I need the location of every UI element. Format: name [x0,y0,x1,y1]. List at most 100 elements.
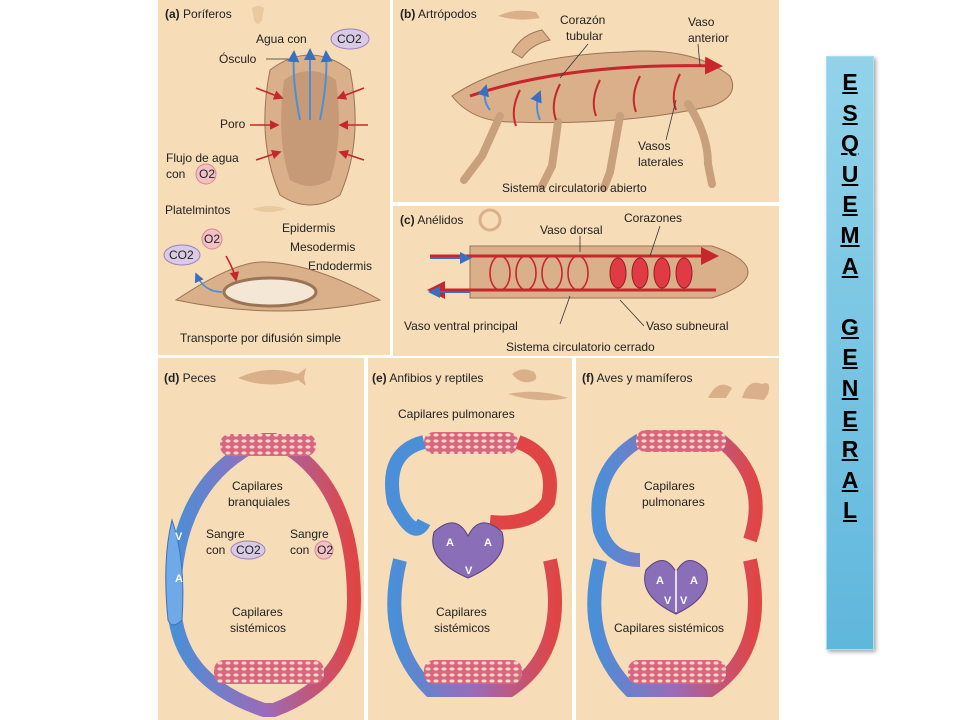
mammal-a-right: A [690,575,698,587]
title-letter: A [841,466,859,493]
fish-co2-text: CO2 [236,543,261,557]
corazones-label: Corazones [624,211,682,225]
amphibian-pulmonares-label: Capilares pulmonares [398,407,515,421]
insect-body [451,50,734,124]
fish-cap-line2: branquiales [228,495,290,509]
panel-c-letter: (c) [400,213,415,227]
co2-text: CO2 [337,32,362,46]
title-box: E S Q U E M A G E N E R A L [826,56,874,650]
svg-text:(d) Peces: (d) Peces [164,371,216,385]
title-letter: E [842,191,858,218]
mammal-pul-line2: pulmonares [642,495,705,509]
fish-o2-text: O2 [317,543,333,557]
panel-f-heading: Aves y mamíferos [597,371,693,385]
title-letter: R [841,436,859,463]
vaso-ventral-label: Vaso ventral principal [404,319,518,333]
mammal-pulmonary-loop [591,433,763,567]
frog-lizard-silhouette-icon [508,369,568,401]
mammal-a-left: A [656,575,664,587]
fish-sangre1-line1: Sangre [206,527,245,541]
flat-o2-bubble [201,228,223,250]
worm-body [469,245,749,299]
pulmonary-capillaries-mammal [636,430,726,452]
panel-d-heading: Peces [183,371,216,385]
osculo-label: Ósculo [219,51,257,66]
mammal-v-right: V [680,595,688,607]
fish-a-label: A [175,573,183,585]
vaso-anterior-line1: Vaso [688,15,715,29]
worm-heart [653,257,671,289]
systemic-capillaries-fish [214,660,324,684]
vaso-subneural-label: Vaso subneural [646,319,729,333]
panel-d-letter: (d) [164,371,179,385]
fish-circulation-loop [166,433,362,717]
vasos-laterales-line2: laterales [638,155,683,169]
amphibian-sis-line1: Capilares [436,605,487,619]
fish-sis-line2: sistémicos [230,621,286,635]
water-co2-label: Agua con [256,32,307,46]
bird-dog-silhouette-icon [708,382,770,400]
mammal-sistemicos-label: Capilares sistémicos [614,621,724,635]
panel-d: (d) Peces V A Capilares branquiales Sang… [164,368,362,717]
title-letter: E [842,344,858,371]
worm-heart [675,257,693,289]
worm-silhouette-icon [478,208,502,232]
svg-text:(c) Anélidos: (c) Anélidos [400,213,463,227]
title-letter: G [841,313,859,340]
panel-f: (f) Aves y mamíferos Capilares pulmonare… [582,371,770,697]
panel-b-letter: (b) [400,7,415,21]
mammal-pul-line1: Capilares [644,479,695,493]
gill-capillaries [220,434,316,456]
svg-text:(b) Artrópodos: (b) Artrópodos [400,7,477,21]
flat-co2-bubble [163,244,201,266]
flatworm-silhouette-icon [252,206,286,212]
svg-text:(f) Aves y mamíferos: (f) Aves y mamíferos [582,371,692,385]
fish-v-label: V [175,531,183,543]
fish-sangre1-line2: con [206,543,225,557]
endodermis-label: Endodermis [308,259,372,273]
sponge-silhouette-icon [252,6,264,24]
o2-bubble [195,163,217,185]
title-letter: E [842,69,858,95]
title-letter: A [841,252,859,279]
fish-cap-line1: Capilares [232,479,283,493]
o2-text: O2 [199,167,215,181]
fish-co2-bubble [230,540,266,560]
panel-c-heading: Anélidos [417,213,463,227]
amphibian-a-left: A [446,537,454,549]
fish-silhouette-icon [238,368,306,386]
panel-a: (a) Poríferos Agua con CO2 Ósculo Poro F… [163,6,382,345]
panel-e: (e) Anfibios y reptiles Capilares pulmon… [372,369,568,697]
co2-bubble [330,28,370,50]
title-letter: N [841,374,859,401]
svg-text:(e) Anfibios y reptiles: (e) Anfibios y reptiles [372,371,483,385]
systemic-capillaries-amphibian [424,660,522,684]
worm-heart [631,257,649,289]
panel-e-heading: Anfibios y reptiles [389,371,483,385]
systemic-capillaries-mammal [628,660,726,684]
flat-co2-text: CO2 [169,248,194,262]
panel-b-caption: Sistema circulatorio abierto [502,181,647,195]
fish-sis-line1: Capilares [232,605,283,619]
grasshopper-silhouette-icon [498,10,540,20]
title-letter: M [840,221,860,248]
worm-heart [609,257,627,289]
three-chamber-heart [432,522,504,579]
tubular-heart [469,56,723,98]
amphibian-v: V [465,565,473,577]
vaso-anterior-line2: anterior [688,31,729,45]
title-letter: L [842,497,858,524]
amphibian-sis-line2: sistémicos [434,621,490,635]
flujo-label-line2: con [166,167,185,181]
panel-f-letter: (f) [582,371,594,385]
svg-text:(a) Poríferos: (a) Poríferos [165,7,232,21]
fish-o2-bubble [314,540,334,560]
panel-b-heading: Artrópodos [418,7,477,21]
epidermis-label: Epidermis [282,221,335,235]
panel-c-caption: Sistema circulatorio cerrado [506,340,655,354]
panel-c: (c) Anélidos Vaso dorsal Corazones Vaso … [400,208,749,354]
panel-b: (b) Artrópodos Corazón tubular Vaso ante… [400,7,734,195]
amphibian-a-right: A [484,537,492,549]
fish-sangre2-line2: con [290,543,309,557]
